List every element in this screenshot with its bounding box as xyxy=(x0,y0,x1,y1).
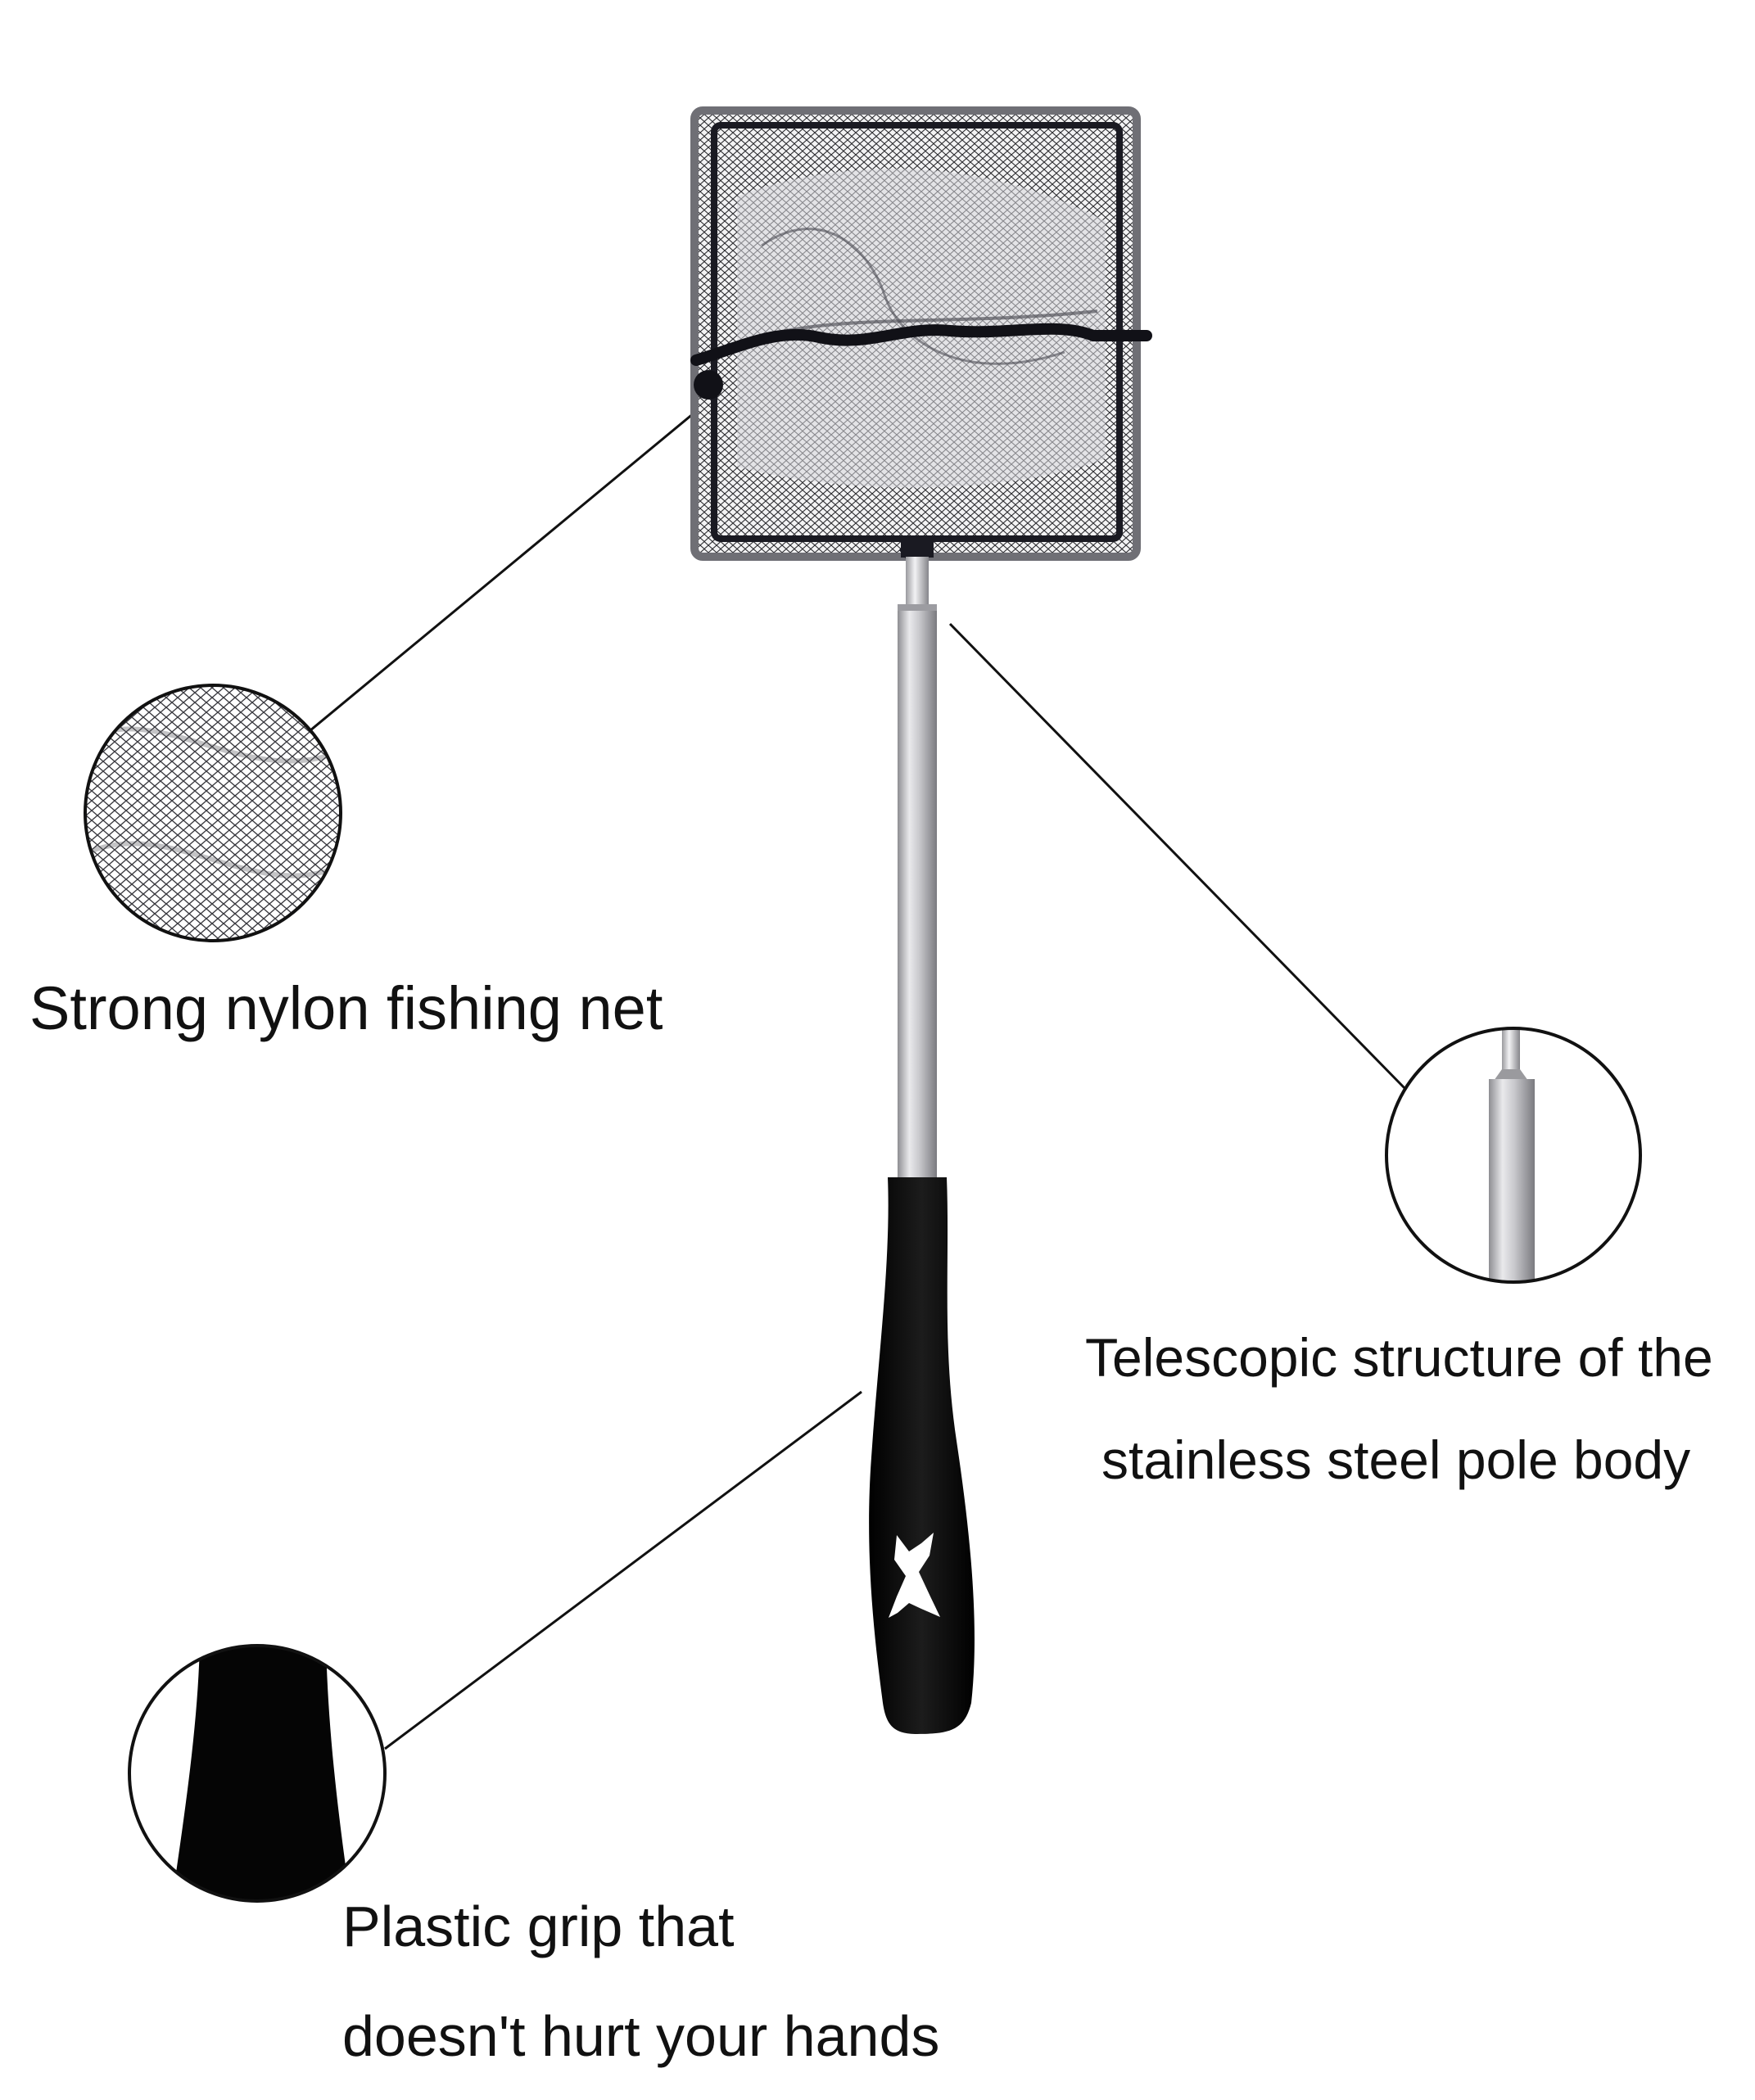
net-detail-circle xyxy=(84,684,342,942)
pole-callout-label-line1: Telescopic structure of the xyxy=(1085,1327,1713,1388)
plastic-grip xyxy=(869,1177,975,1734)
pole-detail-circle xyxy=(1385,1027,1642,1284)
fish-logo-icon xyxy=(889,1533,940,1618)
pole-callout-line xyxy=(948,622,1407,1091)
pole-callout-label-line2: stainless steel pole body xyxy=(1101,1429,1691,1490)
grip-callout-label-line2: doesn't hurt your hands xyxy=(342,2004,940,2068)
telescopic-pole xyxy=(898,557,937,1177)
grip-callout-label-line1: Plastic grip that xyxy=(342,1895,735,1958)
grip-callout-line xyxy=(384,1390,862,1750)
net-head xyxy=(690,106,1152,565)
grip-detail-circle xyxy=(128,1644,387,1903)
net-callout-label: Strong nylon fishing net xyxy=(29,974,663,1042)
